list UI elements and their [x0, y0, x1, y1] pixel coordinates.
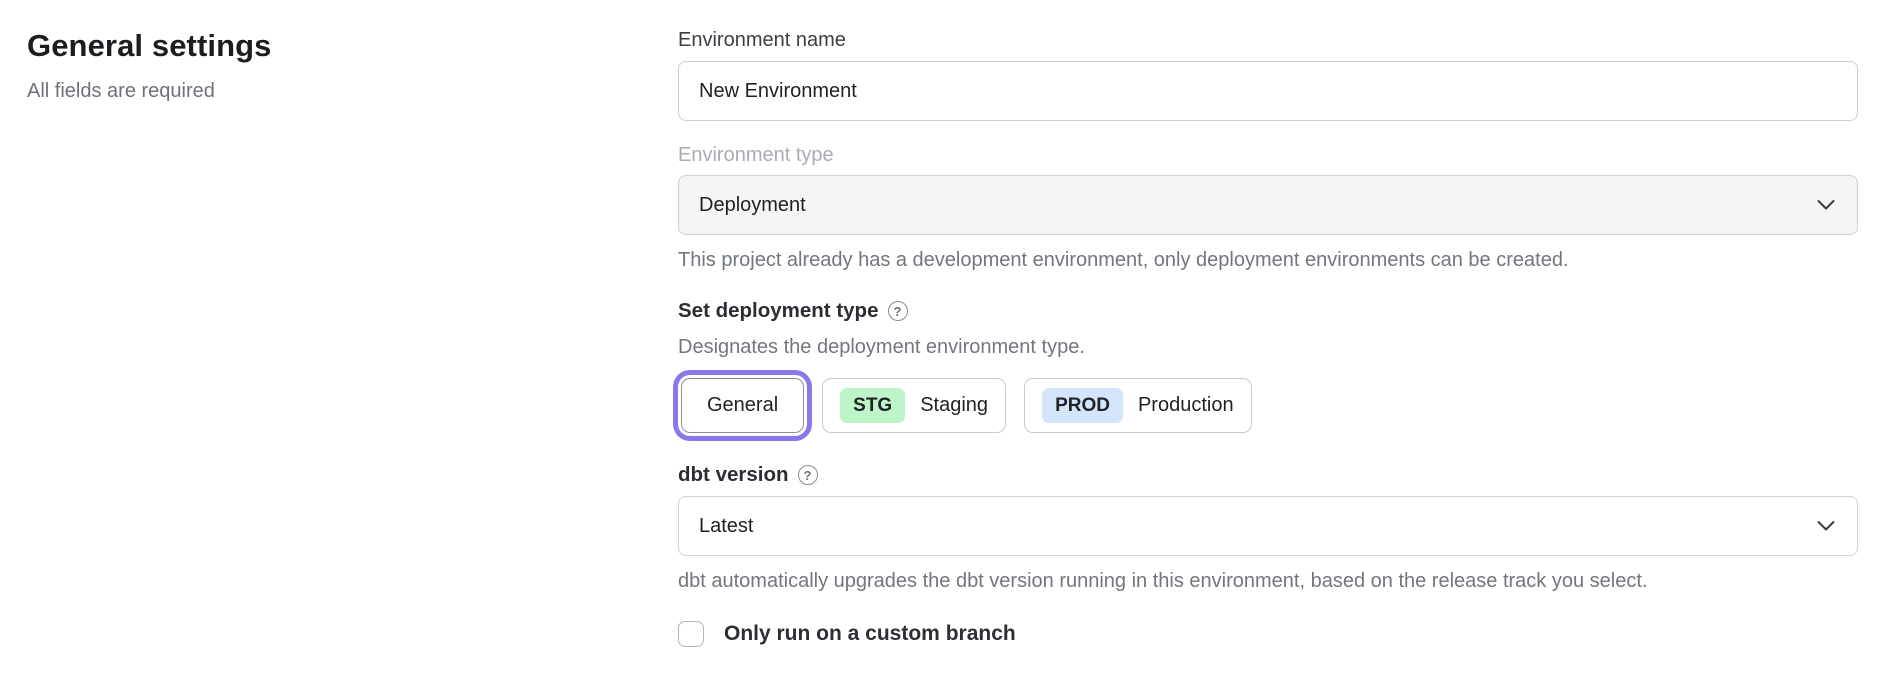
environment-type-value: Deployment [699, 193, 806, 216]
chevron-down-icon [1817, 200, 1835, 211]
deployment-type-general-label: General [707, 394, 779, 416]
help-circle-icon[interactable]: ? [797, 465, 818, 485]
deployment-type-description: Designates the deployment environment ty… [678, 336, 1085, 358]
custom-branch-label: Only run on a custom branch [724, 622, 1016, 645]
dbt-version-helper: dbt automatically upgrades the dbt versi… [678, 570, 1648, 592]
environment-name-input[interactable] [678, 61, 1858, 121]
settings-header: General settings All fields are required [27, 28, 587, 103]
dbt-version-select[interactable]: Latest [678, 496, 1858, 556]
environment-type-helper: This project already has a development e… [678, 249, 1569, 271]
deployment-type-label: Set deployment type [678, 299, 879, 322]
page-subtitle: All fields are required [27, 80, 215, 102]
deployment-type-production-label: Production [1137, 394, 1234, 416]
environment-name-label: Environment name [678, 29, 846, 51]
environment-type-label: Environment type [678, 144, 834, 166]
production-badge: PROD [1042, 388, 1123, 423]
deployment-type-staging-label: Staging [920, 394, 989, 416]
custom-branch-checkbox[interactable] [678, 621, 704, 647]
deployment-type-general-button[interactable]: General [681, 378, 805, 433]
custom-branch-row: Only run on a custom branch [678, 621, 1858, 647]
deployment-type-options: General STG Staging PROD Production [681, 378, 1858, 433]
environment-settings-form: Environment name Environment type Deploy… [678, 28, 1858, 647]
deployment-type-production-button[interactable]: PROD Production [1024, 378, 1252, 433]
chevron-down-icon [1817, 521, 1835, 532]
help-circle-icon[interactable]: ? [887, 301, 908, 321]
environment-type-select[interactable]: Deployment [678, 175, 1858, 235]
deployment-type-staging-button[interactable]: STG Staging [822, 378, 1007, 433]
page-title: General settings [27, 28, 272, 63]
dbt-version-value: Latest [699, 514, 754, 537]
dbt-version-label: dbt version [678, 463, 789, 486]
staging-badge: STG [840, 388, 906, 423]
